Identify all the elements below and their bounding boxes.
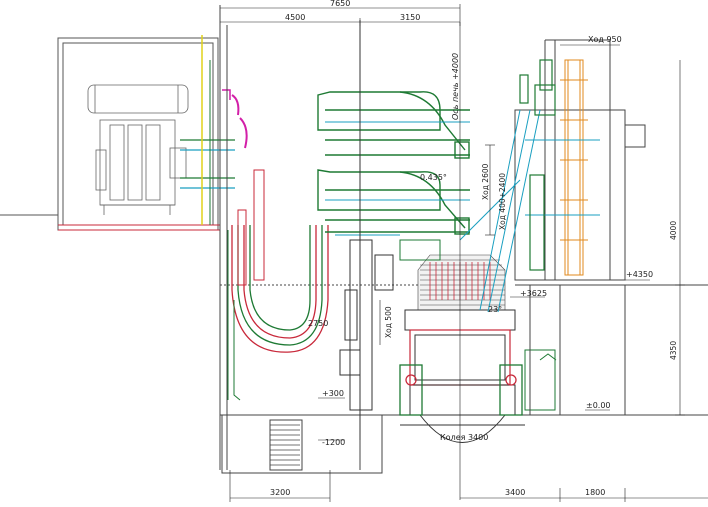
level-4350: +4350	[626, 270, 653, 279]
right-tower-frame	[514, 39, 708, 415]
electrode-mast	[339, 20, 394, 440]
flexible-cables	[227, 169, 329, 401]
dim-top-left: 4500	[285, 13, 305, 22]
electrode-stroke-alt: Ход 400+2400	[498, 173, 507, 230]
electrode-arm-lower	[317, 169, 470, 235]
electrode-drive-units	[519, 59, 556, 271]
transformer-building	[0, 37, 220, 231]
electrode-arm-upper	[317, 91, 470, 159]
level-zero: ±0.00	[586, 401, 611, 410]
track-gauge: Колея 3400	[440, 433, 488, 442]
orange-elevator	[560, 59, 588, 276]
furnace-axis-label: Ось печь +4000	[451, 53, 460, 120]
dim-bottom-mid: 3400	[505, 488, 525, 497]
furnace-transformer	[87, 84, 189, 215]
tilt-angle: 23°	[488, 305, 502, 314]
dim-bottom-right: 1800	[585, 488, 605, 497]
furnace-cradle	[399, 364, 525, 426]
dimension-lines	[220, 4, 708, 502]
dim-bottom-left: 3200	[270, 488, 290, 497]
furnace-roof	[399, 239, 506, 311]
arm-angle: 0.435°	[420, 173, 447, 182]
level-300: +300	[322, 389, 344, 398]
transformer-leads	[180, 35, 248, 225]
dim-right-height-upper: 4000	[669, 221, 678, 240]
cable-radius: 2750	[308, 319, 328, 328]
stairs	[270, 424, 300, 466]
electrode-stroke: Ход 2600	[481, 163, 490, 200]
dim-right-height-lower: 4350	[669, 341, 678, 360]
level-minus-1200: -1200	[322, 438, 345, 447]
stroke-950: Ход 950	[588, 35, 622, 44]
dim-top-right: 3150	[400, 13, 420, 22]
dim-top-overall: 7650	[330, 0, 350, 8]
level-3625: +3625	[520, 289, 547, 298]
stroke-500: Ход 500	[384, 306, 393, 338]
wall-and-floor	[219, 5, 708, 474]
arm-bus-tubes	[325, 121, 470, 236]
